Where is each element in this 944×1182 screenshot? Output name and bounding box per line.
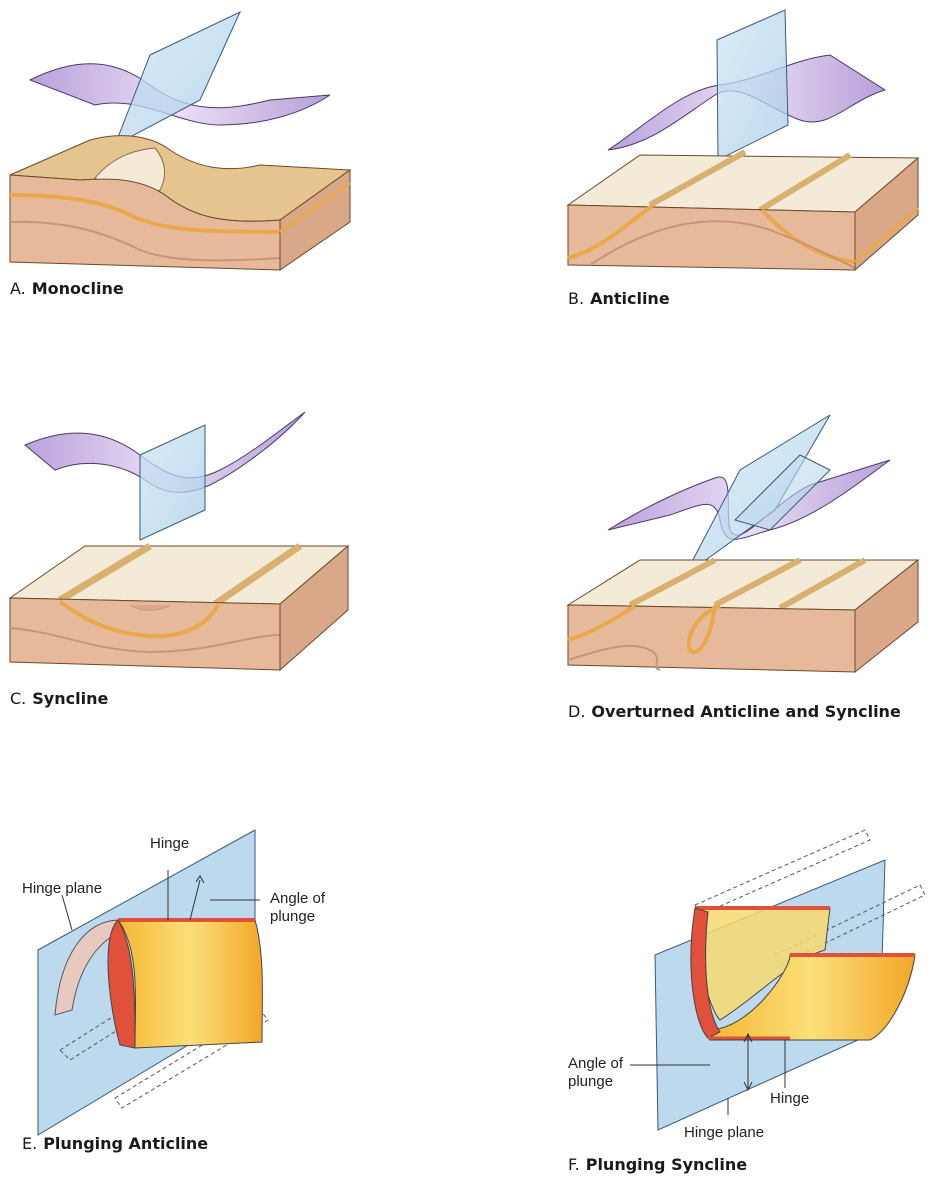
label-hinge: Hinge: [770, 1090, 810, 1107]
caption-plunging-syncline: F.Plunging Syncline: [568, 1155, 748, 1174]
block-side: [854, 558, 919, 674]
marker-bed: [567, 604, 721, 655]
fold-end: [107, 919, 136, 1049]
panel-overturned: D.Overturned Anticline and Syncline: [470, 400, 944, 730]
label-hinge-plane: Hinge plane: [684, 1124, 765, 1141]
label-hinge-plane: Hinge plane: [22, 880, 103, 897]
marker-bed: [58, 600, 220, 639]
label-angle-of-plunge: Angle of plunge: [270, 890, 326, 925]
panel-plunging-syncline: Angle of plunge Hinge Hinge plane F.Plun…: [470, 820, 944, 1180]
panel-anticline: B.Anticline: [470, 0, 944, 330]
overturned-diagram: [566, 414, 920, 674]
fold-surface: [28, 63, 331, 126]
anticline-diagram: [566, 9, 920, 272]
hinge-plane: [139, 424, 206, 541]
fold-body: [117, 919, 263, 1049]
hinge-plane: [716, 9, 789, 161]
plunging-anticline-diagram: [37, 829, 269, 1136]
fold-end: [690, 907, 721, 1039]
panel-plunging-anticline: Hinge Hinge plane Angle of plunge E.Plun…: [0, 820, 470, 1160]
block-side: [279, 544, 349, 672]
label-angle-of-plunge: Angle of plunge: [568, 1055, 624, 1090]
caption-syncline: C.Syncline: [10, 689, 109, 708]
marker-bed: [9, 193, 281, 234]
syncline-diagram: [8, 411, 350, 672]
block-side: [854, 156, 919, 272]
panel-syncline: C.Syncline: [0, 400, 470, 720]
hinge-plane: [114, 10, 242, 147]
hinge-plane-2: [734, 454, 831, 531]
plunging-syncline-diagram: [630, 829, 926, 1131]
label-hinge: Hinge: [150, 835, 190, 852]
hinge-plane: [684, 414, 831, 576]
caption-monocline: A.Monocline: [10, 279, 124, 298]
monocline-diagram: [9, 10, 352, 271]
caption-plunging-anticline: E.Plunging Anticline: [22, 1134, 209, 1153]
panel-monocline: A.Monocline: [0, 0, 470, 320]
fold-surface: [607, 54, 887, 151]
caption-anticline: B.Anticline: [568, 289, 670, 308]
caption-overturned: D.Overturned Anticline and Syncline: [568, 702, 901, 721]
